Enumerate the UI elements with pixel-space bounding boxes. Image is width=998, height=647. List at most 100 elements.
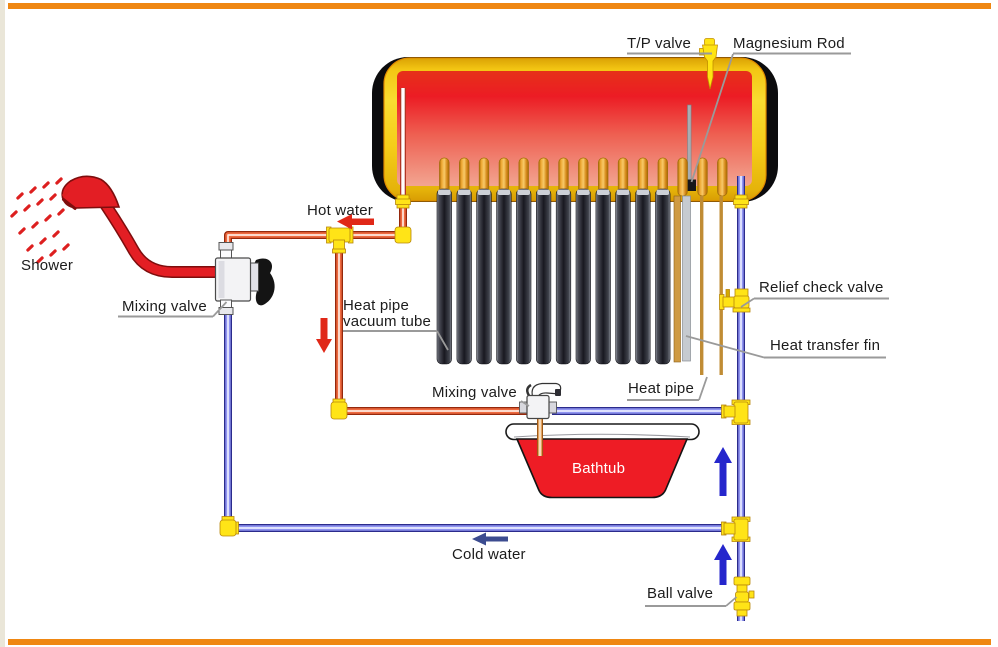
vacuum-tube [635,188,651,365]
vacuum-tube-array [436,188,671,365]
shower-spray-droplet [29,186,37,194]
vacuum-tube [655,188,671,365]
vacuum-tube-cap [477,189,491,195]
cold-elbow [219,519,237,537]
cold-up-flow-arrow-1 [714,447,732,496]
heat-pipe-condensers [439,157,728,197]
vacuum-tube-leader [436,330,449,351]
relief-valve-leader [740,297,755,308]
vacuum-tube [615,188,631,365]
fittings [219,194,751,542]
shower-spray-droplet [39,237,47,245]
hot-elbow-mid [330,401,348,420]
heat-pipe-label: Heat pipe [628,380,695,397]
ball-valve-body [735,591,749,603]
hot-outlet-collar [395,198,411,205]
hot-down-flow-arrow [316,318,332,353]
mixing-valve-leader [212,301,228,318]
cold-inlet-collar [733,198,749,205]
vacuum-tube-cap [537,189,550,195]
heat-pipe-condenser [697,157,708,197]
fin-leader [685,335,765,359]
tp-valve [699,38,718,90]
ball-valve-stub [736,609,748,617]
shower-spray-droplet [44,214,52,222]
mv1-handle [254,258,275,306]
relief-check-valve [719,288,751,313]
mv2-spout-tip [555,389,561,396]
ball-valve-flange-top [733,576,751,586]
relief-valve-cap [732,307,751,313]
tank-hot-core [397,71,752,186]
shower-spray-droplet [62,243,70,251]
cold-up-flow-arrow-2 [714,544,732,585]
shower-spray-droplet [62,189,70,197]
top-frame-bar [8,3,991,9]
heat-pipe-rod [673,195,681,363]
magnesium-rod-stem [687,104,692,183]
cold-water-flow-arrow [472,532,508,546]
vacuum-tube-cap [457,189,471,195]
cold-tee2 [733,518,749,541]
mv2-spout [531,382,562,399]
shower-label: Shower [21,257,74,274]
relief-valve-arm [722,296,736,308]
ball-valve-leader [725,596,738,607]
bathtub-rim [505,423,700,441]
vacuum-tube [496,188,512,365]
mv1-top-nut [218,242,234,251]
hot-water-flow-arrow [337,214,374,230]
vacuum-tube [516,188,532,365]
shower-spray-droplet [31,221,39,229]
shower-hose [101,201,218,277]
shower-spray-droplet [10,210,18,218]
magnesium-rod [684,104,696,191]
vacuum-tube-cap [557,189,570,195]
tp-valve-cap [704,38,715,46]
shower-spray-droplet [18,227,26,235]
shower-spray-droplet [49,249,57,257]
shower-spray-droplet [23,204,31,212]
vacuum-tube-cap [616,189,630,195]
magnesium-rod-base [684,179,696,191]
hot-water-label: Hot water [307,202,373,219]
storage-tank [372,57,778,202]
shower-spray [10,177,70,264]
mv1-body-shade [218,261,225,298]
relief-check-valve-label: Relief check valve [759,279,884,296]
cold-water-label: Cold water [452,546,526,563]
shower-spray-droplet [36,256,44,264]
mixing-valve-bathtub-label: Mixing valve [432,384,517,401]
mixing-valve-shower-label: Mixing valve [122,298,207,315]
left-edge-strip [0,0,5,647]
vacuum-tube-label-line2: vacuum tube [343,313,432,330]
tp-valve-label: T/P valve [627,35,692,52]
heat-pipe-condenser [717,157,728,197]
shower-spray-droplet [36,198,44,206]
mixing-valve-shower [214,242,275,315]
heat-transfer-fin-label: Heat transfer fin [770,337,881,354]
bathtub [505,423,700,499]
heat-pipe-condenser [677,157,688,197]
tp-valve-body [702,44,718,90]
ball-valve-flange-bottom [733,601,751,611]
shower-spray-droplet [57,208,65,216]
shower-spray-droplet [26,244,34,252]
hot-elbow-top [394,226,412,244]
vacuum-tube-cap [596,189,610,195]
shower-spray-droplet [55,177,63,185]
shower-head [61,175,121,209]
magnesium-rod-label: Magnesium Rod [733,35,845,52]
vacuum-tube-cap [577,189,590,195]
bathtub-body [515,438,689,499]
flow-arrows [316,214,732,585]
vacuum-tube [436,188,452,365]
ball-valve-tab [748,590,755,599]
bottom-frame-bar [8,639,991,645]
ball-valve-neck [736,584,748,593]
hot-tee-stub-cap [332,248,346,254]
mv2-right-nut [548,401,557,414]
vacuum-tube [476,188,492,365]
exploded-heat-pipe-parts [673,195,723,375]
